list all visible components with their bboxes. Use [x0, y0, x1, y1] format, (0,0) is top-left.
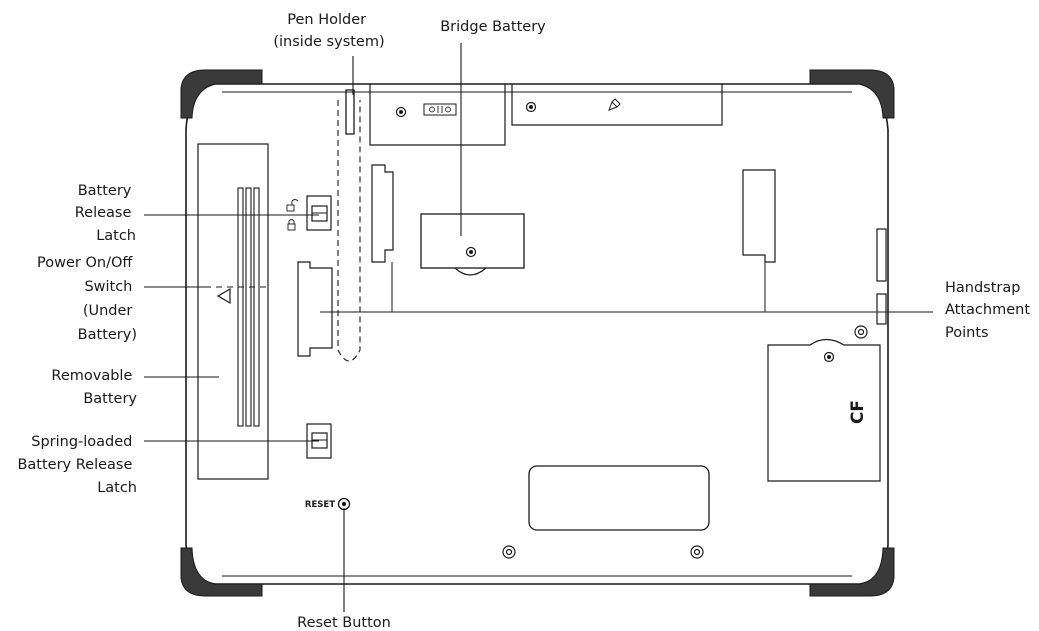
power-switch-label: Power On/Off Switch (Under Battery)	[37, 255, 137, 343]
pen-holder-label: Pen Holder (inside system)	[273, 12, 384, 50]
spring-latch-label: Spring-loaded Battery Release Latch	[17, 434, 137, 496]
reset-button-label: Reset Button	[297, 615, 391, 631]
lock-icon	[287, 219, 296, 231]
reset-marking: RESET	[305, 500, 335, 510]
cf-marking: CF	[848, 400, 868, 424]
cf-slot: CF	[767, 325, 881, 482]
removable-battery	[197, 143, 269, 480]
port-icon	[423, 103, 457, 116]
right-connector	[742, 169, 776, 312]
pen-holder	[337, 89, 361, 362]
battery-release-latch	[286, 195, 332, 231]
battery-release-latch-label: Battery Release Latch	[75, 183, 136, 244]
top-compartment-left	[369, 84, 506, 146]
right-side-tabs	[876, 228, 887, 325]
unlock-icon	[286, 199, 299, 212]
pen-icon	[608, 98, 621, 111]
eject-arrow-icon	[216, 287, 231, 305]
callouts: Pen Holder (inside system) Bridge Batter…	[17, 12, 1035, 631]
top-compartment-right	[511, 84, 723, 126]
leader-lines	[144, 43, 933, 612]
left-connector-upper	[371, 164, 394, 312]
device-body	[185, 83, 889, 585]
bridge-battery	[420, 213, 525, 276]
removable-battery-label: Removable Battery	[51, 368, 137, 407]
left-connector-lower	[297, 261, 333, 357]
corner-bumpers	[180, 69, 895, 597]
handstrap-label: Handstrap Attachment Points	[945, 280, 1035, 341]
bridge-battery-label: Bridge Battery	[440, 19, 546, 35]
bottom-panel	[502, 465, 710, 559]
reset-button: RESET	[305, 497, 351, 511]
